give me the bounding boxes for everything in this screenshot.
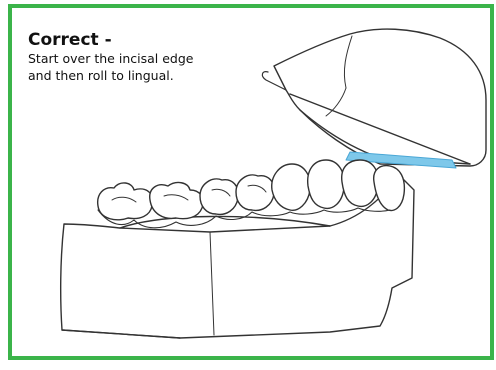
scanner-icon — [262, 29, 486, 166]
dental-arch-icon — [61, 160, 414, 338]
